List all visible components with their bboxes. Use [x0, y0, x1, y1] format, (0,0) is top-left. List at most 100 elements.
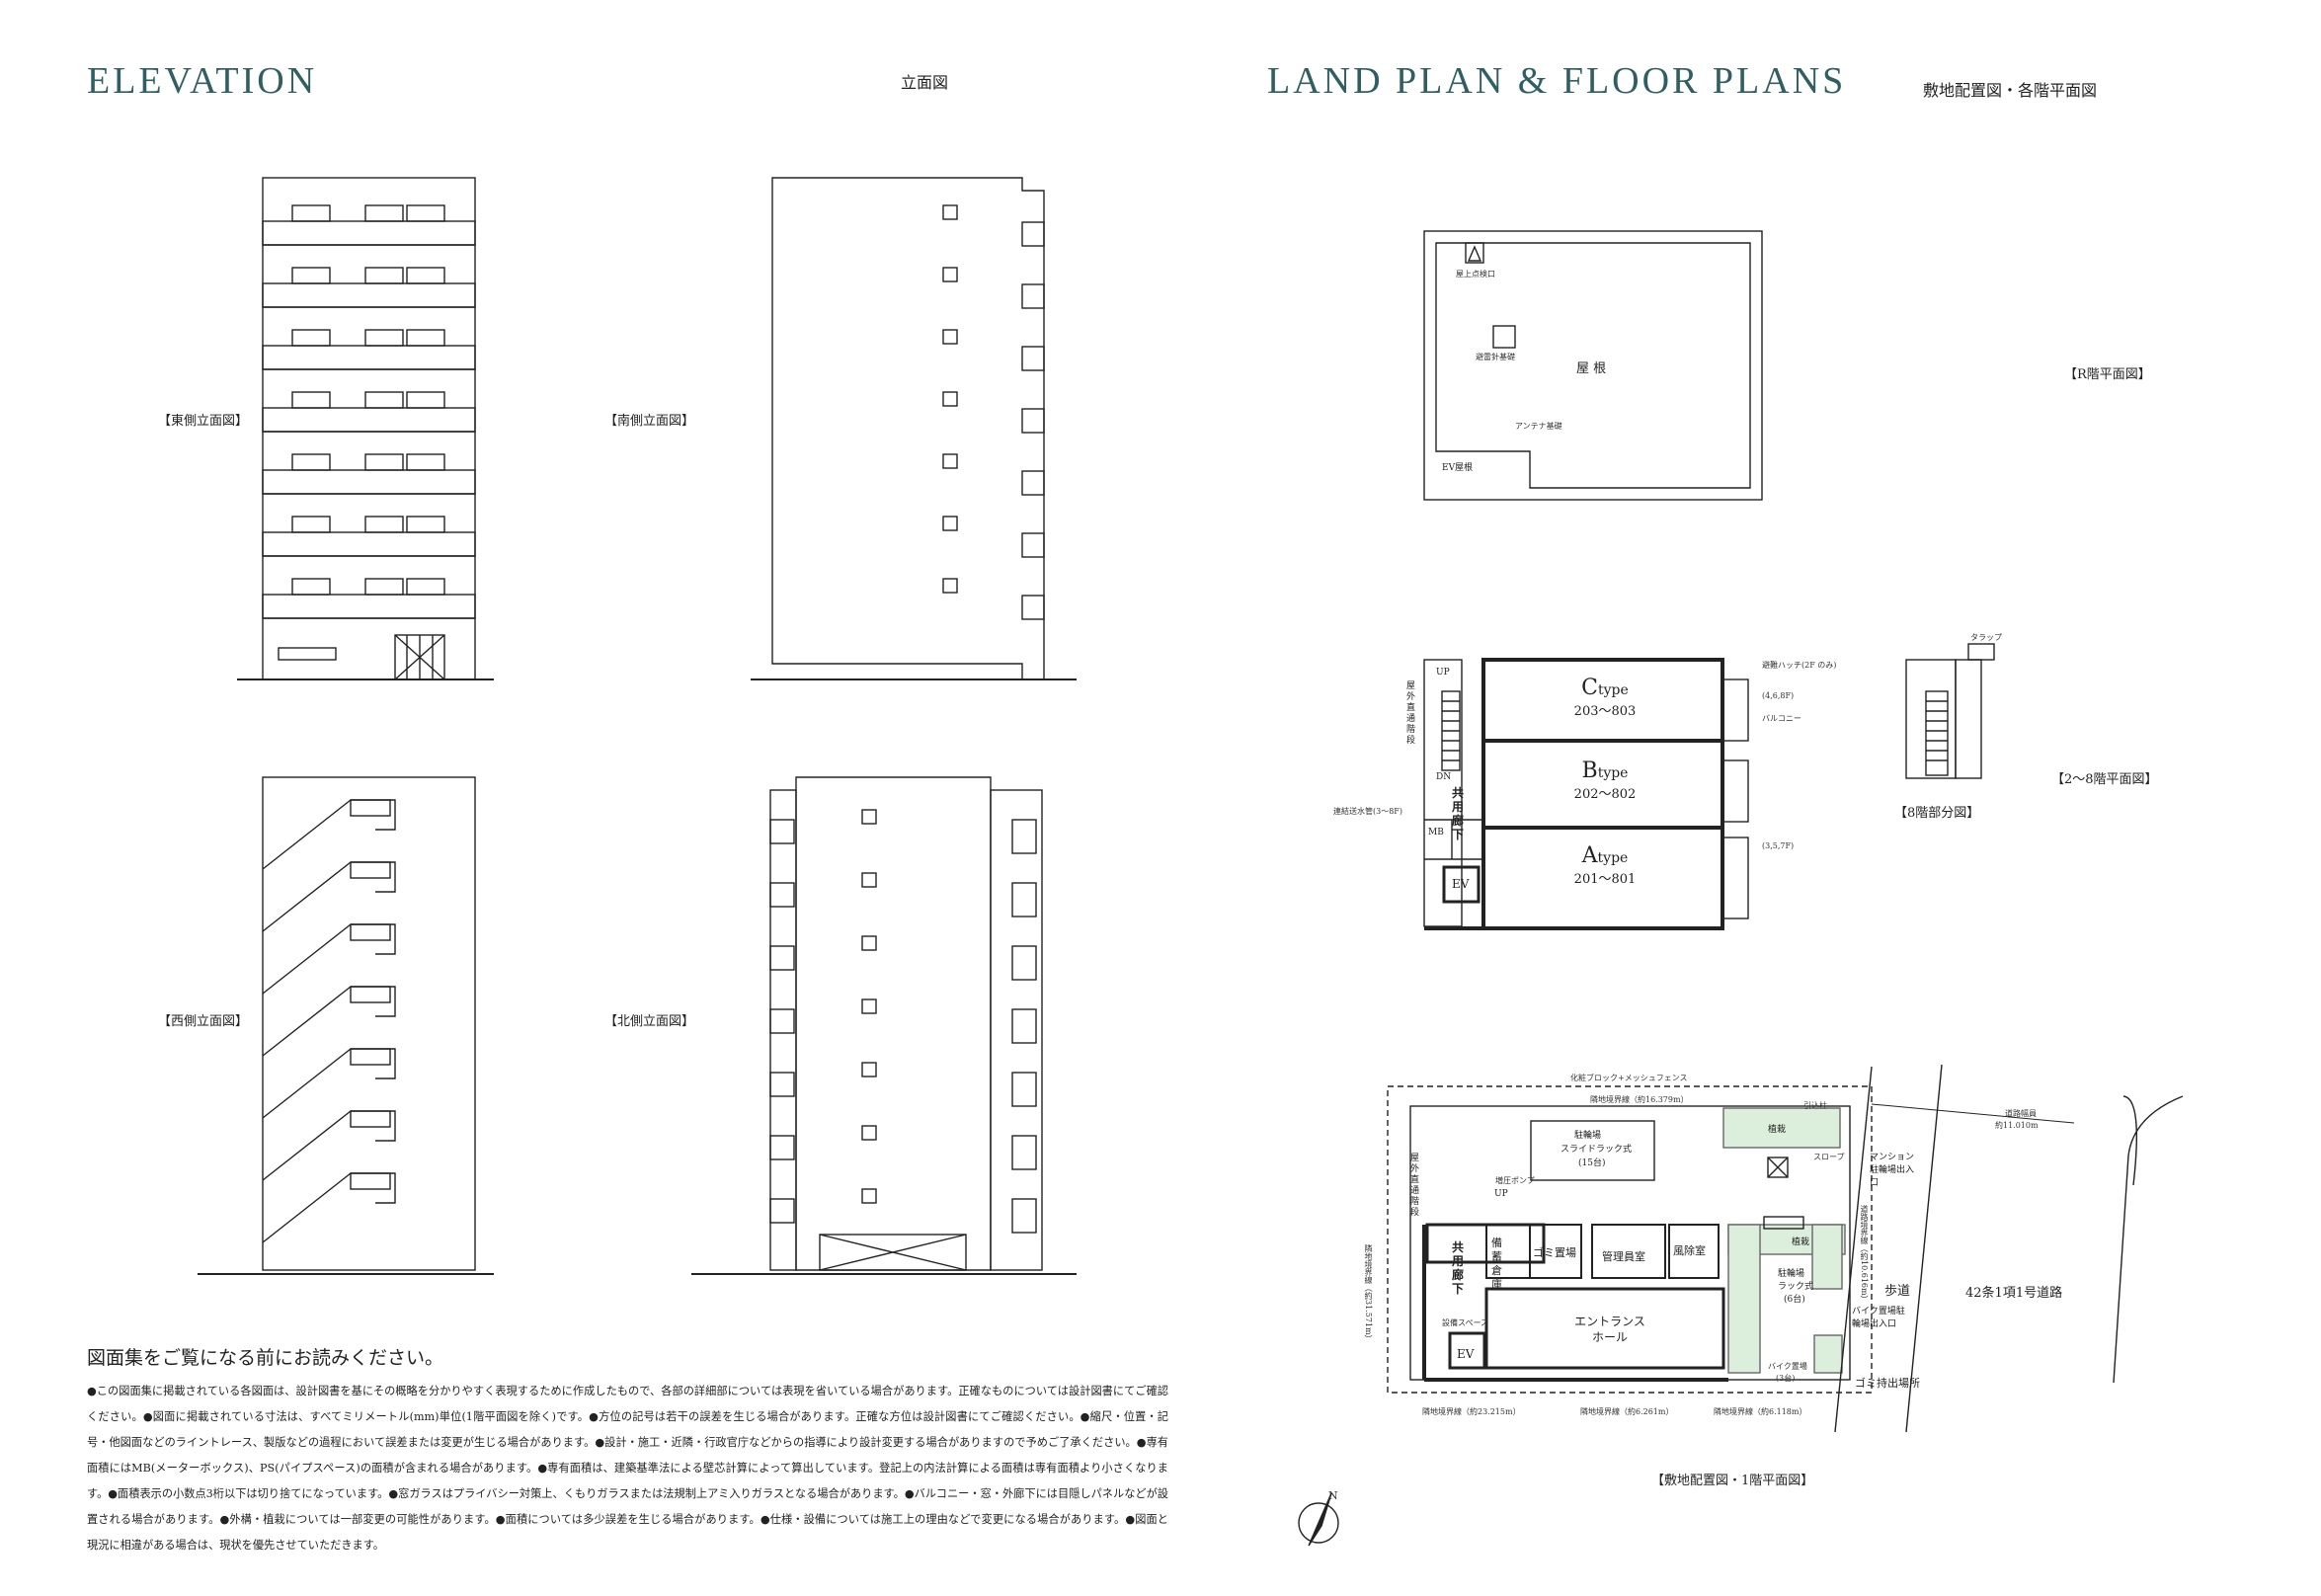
north-balcony-east: [1011, 945, 1037, 981]
west-stair-flight: [262, 861, 396, 932]
north-window: [861, 1188, 877, 1204]
west-stair-flight: [262, 799, 396, 870]
east-window: [406, 453, 445, 471]
roof-plan-drawing: [1423, 230, 1763, 501]
north-label: N: [1328, 1489, 1338, 1502]
south-window: [942, 516, 958, 531]
slope-label: スロープ: [1813, 1153, 1845, 1161]
east-window: [406, 516, 445, 533]
eighth-partial-label: 【8階部分図】: [1894, 806, 1980, 821]
north-balcony-east: [1011, 819, 1037, 854]
trap-label: タラップ: [1970, 633, 2002, 642]
north-elevation-label: 【北側立面図】: [604, 1014, 695, 1029]
north-balcony-west: [769, 1198, 795, 1224]
west-stair-landing: [350, 1048, 391, 1066]
south-balcony: [1021, 595, 1045, 620]
north-window: [861, 1125, 877, 1141]
site-plan-drawing: [1387, 1064, 2184, 1433]
plans-title: LAND PLAN & FLOOR PLANS: [1267, 60, 1847, 102]
site-corridor-label: 共用廊下: [1452, 1240, 1465, 1296]
south-balcony: [1021, 470, 1045, 496]
floors-468-label: (4,6,8F): [1762, 691, 1795, 700]
east-window: [364, 516, 404, 533]
east-balcony: [262, 282, 476, 308]
outdoor-stairs-label: 屋外直通階段: [1406, 681, 1416, 746]
east-window: [364, 267, 404, 284]
east-window: [291, 516, 331, 533]
west-stair-flight: [262, 1048, 396, 1119]
south-balcony: [1021, 532, 1045, 558]
unit-b-suffix: type: [1597, 765, 1629, 781]
eighth-floor-partial-drawing: [1905, 643, 1995, 779]
notes-body: ●この図面集に掲載されている各図面は、設計図書を基にその概略を分かりやすく表現す…: [87, 1385, 1168, 1552]
fence-label: 化粧ブロック+メッシュフェンス: [1570, 1074, 1688, 1082]
typical-floor-plan-drawing: [1423, 658, 1749, 930]
bike-parking-entrance-label: バイク置場駐輪場出入口: [1852, 1307, 1905, 1329]
ev-label: EV: [1452, 877, 1470, 891]
storage-label: 備蓄倉庫: [1491, 1237, 1502, 1291]
lightning-base-label: 避雷針基礎: [1476, 353, 1515, 361]
east-balcony: [262, 345, 476, 370]
garbage-label: ゴミ置場: [1533, 1246, 1576, 1259]
elevation-title: ELEVATION: [87, 60, 318, 102]
north-window: [861, 998, 877, 1014]
planting-label-2: 植栽: [1792, 1237, 1810, 1247]
south-elevation-drawing: [751, 177, 1077, 680]
south-balcony: [1021, 346, 1045, 371]
mansion-bike-entrance-label: マンション駐輪場出入口: [1870, 1153, 1915, 1188]
east-window: [291, 267, 331, 284]
east-balcony: [262, 594, 476, 619]
south-elevation-label: 【南側立面図】: [604, 414, 695, 429]
site-ev-label: EV: [1457, 1347, 1475, 1361]
south-balcony: [1021, 221, 1045, 247]
bicycle-parking-1: 駐輪場: [1574, 1131, 1602, 1141]
boundary-bottom-3: 隣地境界線（約6.118m）: [1714, 1407, 1807, 1416]
south-window: [942, 453, 958, 469]
north-balcony-west: [769, 1072, 795, 1097]
unit-a-letter: A: [1581, 843, 1598, 868]
roof-label: 屋 根: [1576, 361, 1607, 376]
east-window: [291, 204, 331, 222]
site-up-label: UP: [1494, 1189, 1508, 1199]
boundary-bottom-2: 隣地境界線（約6.261m）: [1580, 1407, 1674, 1416]
east-window: [364, 329, 404, 347]
plans-title-jp: 敷地配置図・各階平面図: [1923, 81, 2098, 100]
typical-plan-label: 【2～8階平面図】: [2051, 772, 2158, 787]
east-elevation-drawing: [237, 177, 494, 680]
north-balcony-east: [1011, 1198, 1037, 1234]
road-name-label: 42条1項1号道路: [1965, 1286, 2063, 1301]
west-stair-flight: [262, 1172, 396, 1243]
unit-b-letter: B: [1581, 758, 1598, 783]
east-elevation-label: 【東側立面図】: [158, 414, 249, 429]
north-window: [861, 935, 877, 951]
east-balcony: [262, 531, 476, 557]
bicycle-parking-2: 駐輪場: [1778, 1269, 1805, 1279]
wind-room-label: 風除室: [1673, 1244, 1706, 1257]
ev-roof-label: EV屋根: [1442, 463, 1474, 473]
rack-count-label: (6台): [1784, 1295, 1805, 1305]
west-elevation-label: 【西側立面図】: [158, 1014, 249, 1029]
west-stair-landing: [350, 861, 391, 879]
south-window: [942, 578, 958, 594]
floors-357-label: (3,5,7F): [1762, 841, 1795, 850]
lead-pole-label: 引込柱: [1803, 1101, 1827, 1110]
south-window: [942, 391, 958, 407]
elevation-title-jp: 立面図: [901, 73, 949, 92]
south-balcony: [1021, 408, 1045, 434]
west-elevation-drawing: [198, 776, 494, 1275]
notes-title: 図面集をご覧になる前にお読みください。: [87, 1347, 444, 1369]
north-window: [861, 872, 877, 888]
west-stair-landing: [350, 1110, 391, 1128]
east-window: [291, 578, 331, 596]
east-balcony: [262, 469, 476, 495]
boundary-left: 隣地境界線（約31.571m）: [1364, 1244, 1373, 1343]
south-window: [942, 329, 958, 345]
north-balcony-east: [1011, 1135, 1037, 1170]
roof-plan-label: 【R階平面図】: [2064, 367, 2151, 382]
sidewalk-label: 歩道: [1884, 1284, 1911, 1299]
north-balcony-west: [769, 819, 795, 844]
slide-rack-label: スライドラック式: [1561, 1145, 1633, 1155]
north-window: [861, 1062, 877, 1077]
boundary-top-label: 隣地境界線（約16.379m）: [1590, 1095, 1689, 1104]
